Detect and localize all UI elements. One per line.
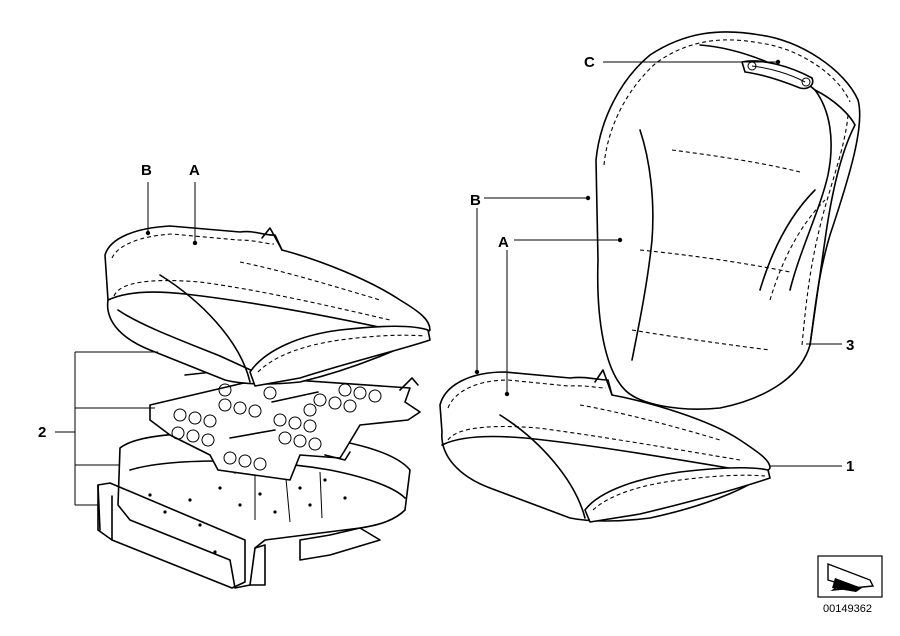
left-callouts: B A 2 [38, 162, 200, 506]
seat-cover-right [439, 369, 771, 523]
backrest-cover [595, 31, 861, 410]
left-seat-assembly: B A 2 [38, 162, 431, 589]
label-back-c: C [584, 54, 595, 71]
diagram-reference: 00149362 [817, 555, 883, 615]
label-item-2: 2 [38, 424, 46, 441]
label-back-a: A [498, 234, 509, 251]
label-item-3: 3 [846, 337, 854, 354]
label-seat-a: A [189, 162, 200, 179]
arrow-icon [827, 562, 875, 592]
label-back-b: B [470, 192, 481, 209]
seat-cover-left [104, 225, 431, 387]
diagram-code: 00149362 [823, 603, 872, 615]
label-seat-b: B [141, 162, 152, 179]
label-item-1: 1 [846, 458, 854, 475]
right-callouts: C B A 3 1 [470, 54, 854, 475]
